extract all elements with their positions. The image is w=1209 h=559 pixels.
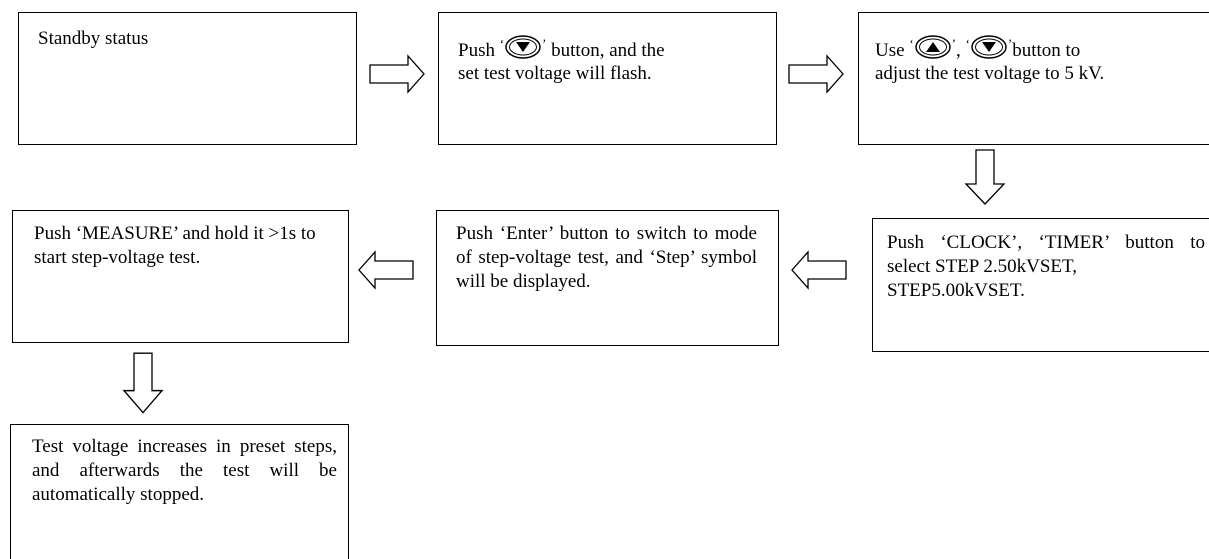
step-box-adjust-voltage: Use ‘ ’, ‘ ’button to adjust the test vo… <box>858 12 1209 145</box>
open-quote: ‘ <box>965 36 970 51</box>
flow-arrow-right <box>369 54 425 94</box>
step-text-prefix: Push <box>458 40 495 61</box>
step-box-standby: Standby status <box>18 12 357 145</box>
step-text-line1: button, and the <box>551 40 665 61</box>
comma: , <box>956 40 961 61</box>
step-text-line1: button to <box>1012 40 1081 61</box>
flow-arrow-right <box>788 54 844 94</box>
close-quote: ’ <box>1007 36 1013 51</box>
step-text: Push ‘Enter’ button to switch to mode of… <box>456 223 757 292</box>
step-text-prefix: Use <box>875 40 905 61</box>
flow-arrow-left <box>358 250 414 290</box>
step-box-measure: Push ‘MEASURE’ and hold it >1s to start … <box>12 210 349 343</box>
step-box-push-down: Push ‘ ’ button, and the set test voltag… <box>438 12 777 145</box>
step-text: Push ‘MEASURE’ and hold it >1s to start … <box>34 223 316 268</box>
step-text: Test voltage increases in preset steps, … <box>32 436 337 505</box>
close-quote: ’ <box>951 36 956 51</box>
step-text: Standby status <box>38 28 149 49</box>
open-quote: ‘ <box>499 36 505 51</box>
step-text-line2: set test voltage will flash. <box>458 63 652 84</box>
down-triangle-button-icon <box>971 35 1007 59</box>
down-triangle-button-icon <box>505 35 541 59</box>
step-box-select-step: Push ‘CLOCK’, ‘TIMER’ button to select S… <box>872 218 1209 352</box>
close-quote: ’ <box>542 36 547 51</box>
step-box-auto-stop: Test voltage increases in preset steps, … <box>10 424 349 559</box>
step-text-line2: adjust the test voltage to 5 kV. <box>875 63 1105 84</box>
step-text-last: STEP5.00kVSET. <box>887 280 1025 301</box>
step-text: Push ‘CLOCK’, ‘TIMER’ button to select S… <box>887 232 1205 277</box>
open-quote: ‘ <box>909 36 914 51</box>
flow-arrow-down <box>964 149 1006 205</box>
flow-arrow-left <box>791 250 847 290</box>
flow-arrow-down <box>122 352 164 414</box>
step-box-enter-mode: Push ‘Enter’ button to switch to mode of… <box>436 210 779 346</box>
up-triangle-button-icon <box>914 35 951 59</box>
